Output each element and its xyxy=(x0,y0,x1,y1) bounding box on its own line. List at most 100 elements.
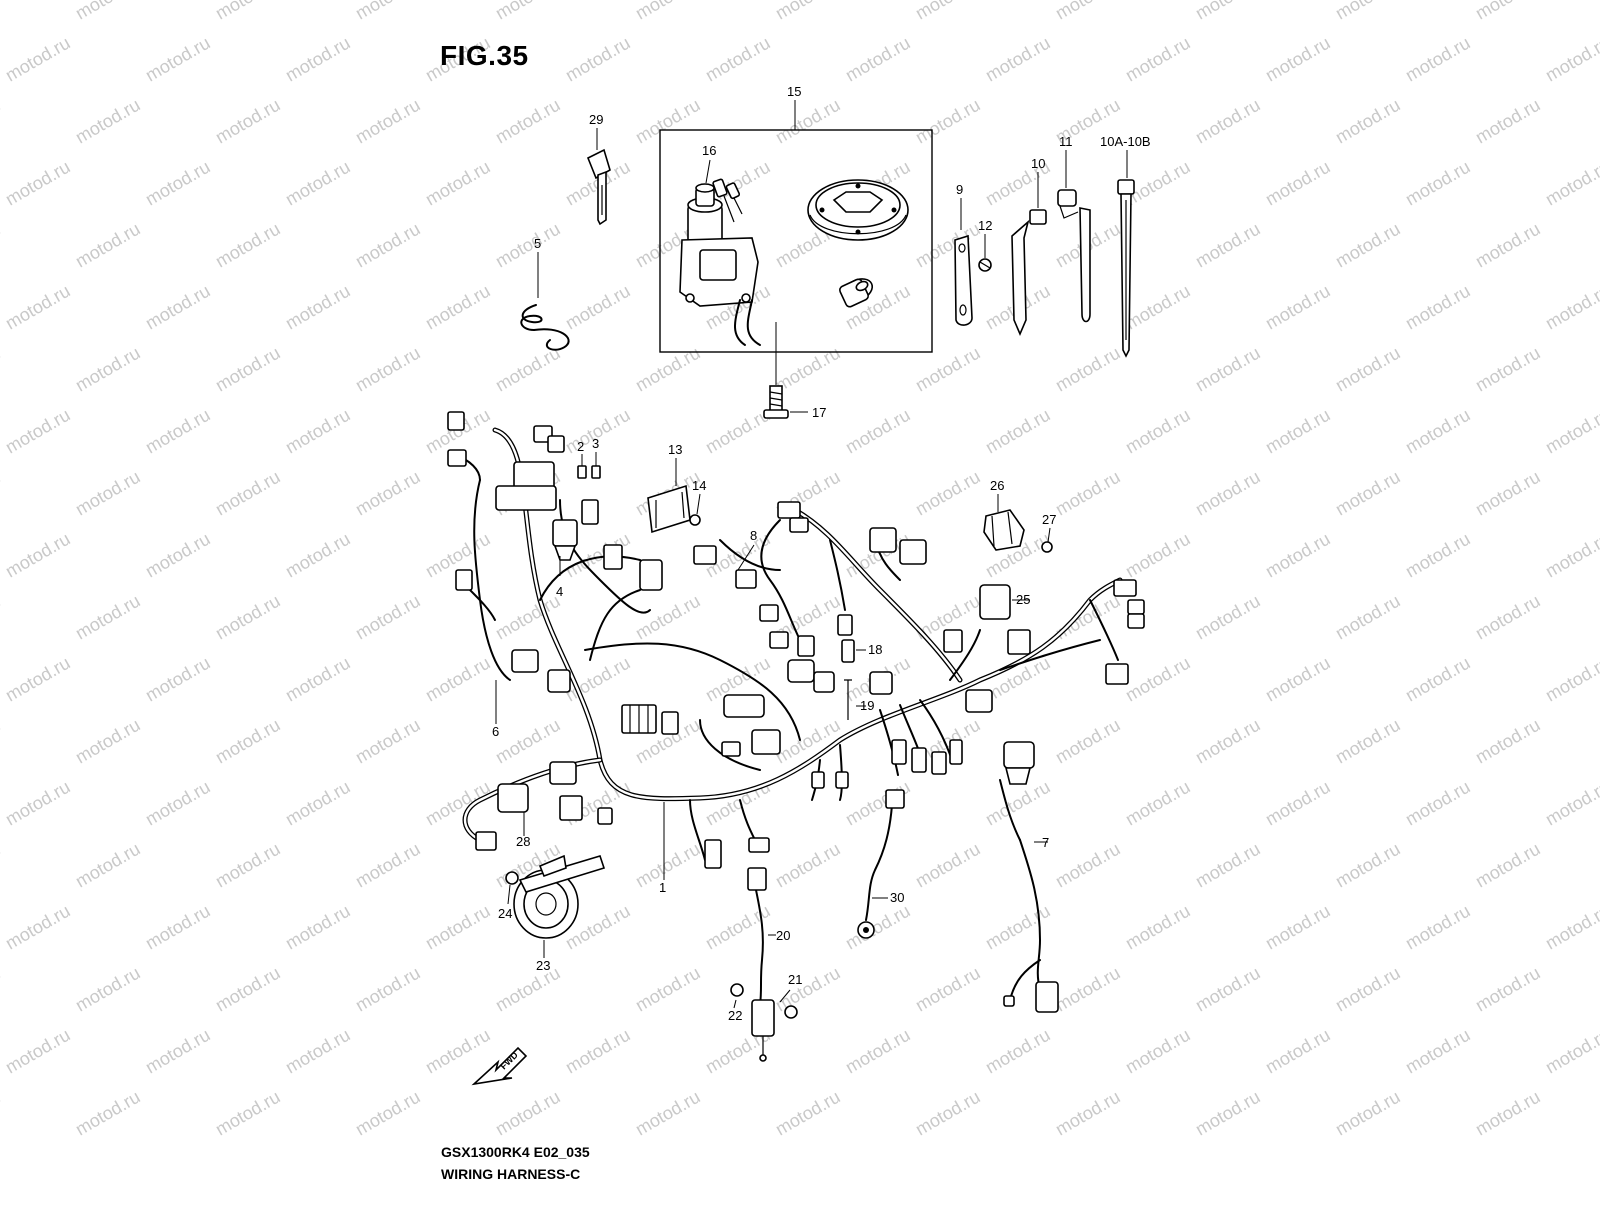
watermark-text: motod.ru xyxy=(72,963,144,1016)
watermark-text: motod.ru xyxy=(2,157,74,210)
callout-29: 29 xyxy=(589,112,603,127)
watermark-text: motod.ru xyxy=(982,901,1054,954)
watermark-text: motod.ru xyxy=(1332,0,1404,23)
watermark-text: motod.ru xyxy=(2,33,74,86)
watermark-text: motod.ru xyxy=(1262,405,1334,458)
oil-pressure-switch xyxy=(841,639,866,663)
watermark-text: motod.ru xyxy=(1402,157,1474,210)
watermark-text: motod.ru xyxy=(282,529,354,582)
lock-cylinder xyxy=(838,278,874,308)
watermark-text: motod.ru xyxy=(72,95,144,148)
section-title: WIRING HARNESS-C xyxy=(441,1166,581,1182)
callout-21: 21 xyxy=(788,972,802,987)
watermark-text: motod.ru xyxy=(72,591,144,644)
watermark-text: motod.ru xyxy=(282,653,354,706)
watermark-text: motod.ru xyxy=(632,839,704,892)
watermark-text: motod.ru xyxy=(1052,839,1124,892)
watermark-text: motod.ru xyxy=(1122,653,1194,706)
watermark-text: motod.ru xyxy=(282,777,354,830)
callout-6: 6 xyxy=(492,724,499,739)
watermark-text: motod.ru xyxy=(212,0,284,23)
mounting-strap xyxy=(954,198,973,326)
watermark-text: motod.ru xyxy=(492,95,564,148)
watermark-text: motod.ru xyxy=(1262,653,1334,706)
watermark-text: motod.ru xyxy=(0,219,4,272)
callout-4: 4 xyxy=(556,584,563,599)
watermark-text: motod.ru xyxy=(1192,1087,1264,1140)
watermark-text: motod.ru xyxy=(912,219,984,272)
callout-10a-10b: 10A-10B xyxy=(1100,134,1151,149)
watermark-text: motod.ru xyxy=(1262,281,1334,334)
watermark-text: motod.ru xyxy=(352,95,424,148)
watermark-text: motod.ru xyxy=(1472,963,1544,1016)
watermark-text: motod.ru xyxy=(912,839,984,892)
watermark-text: motod.ru xyxy=(352,963,424,1016)
watermark-text: motod.ru xyxy=(142,529,214,582)
watermark-text: motod.ru xyxy=(212,343,284,396)
watermark-text: motod.ru xyxy=(1472,1087,1544,1140)
watermark-text: motod.ru xyxy=(1122,281,1194,334)
watermark-text: motod.ru xyxy=(282,405,354,458)
watermark-text: motod.ru xyxy=(1402,1025,1474,1078)
watermark-text: motod.ru xyxy=(1192,0,1264,23)
callout-30: 30 xyxy=(890,890,904,905)
watermark-text: motod.ru xyxy=(562,281,634,334)
callout-13: 13 xyxy=(668,442,682,457)
callout-3: 3 xyxy=(592,436,599,451)
watermark-text: motod.ru xyxy=(1542,1025,1600,1078)
watermark-text: motod.ru xyxy=(1332,467,1404,520)
watermark-text: motod.ru xyxy=(0,839,4,892)
watermark-text: motod.ru xyxy=(1332,591,1404,644)
watermark-text: motod.ru xyxy=(142,1025,214,1078)
watermark-text: motod.ru xyxy=(1472,0,1544,23)
main-wiring-harness xyxy=(454,427,1123,1006)
callout-labels: 15 16 29 5 9 10 11 12 10A-10B 17 2 3 13 … xyxy=(492,84,1151,1023)
callout-1: 1 xyxy=(659,880,666,895)
watermark-text: motod.ru xyxy=(1052,467,1124,520)
watermark-text: motod.ru xyxy=(492,715,564,768)
callout-22: 22 xyxy=(728,1008,742,1023)
bracket xyxy=(983,494,1053,553)
watermark-text: motod.ru xyxy=(702,405,774,458)
watermark-text: motod.ru xyxy=(72,467,144,520)
watermark-text: motod.ru xyxy=(282,157,354,210)
watermark-text: motod.ru xyxy=(772,95,844,148)
watermark-text: motod.ru xyxy=(562,1025,634,1078)
watermark-text: motod.ru xyxy=(1262,529,1334,582)
watermark-text: motod.ru xyxy=(2,777,74,830)
watermark-text: motod.ru xyxy=(1332,219,1404,272)
watermark-text: motod.ru xyxy=(912,467,984,520)
watermark-text: motod.ru xyxy=(0,467,4,520)
watermark-text: motod.ru xyxy=(212,591,284,644)
watermark-text: motod.ru xyxy=(282,901,354,954)
watermark-text: motod.ru xyxy=(0,95,4,148)
watermark-text: motod.ru xyxy=(772,839,844,892)
callout-12: 12 xyxy=(978,218,992,233)
callout-17: 17 xyxy=(812,405,826,420)
callout-15: 15 xyxy=(787,84,801,99)
watermark-text: motod.ru xyxy=(142,33,214,86)
wire-clamp xyxy=(1057,150,1091,323)
watermark-text: motod.ru xyxy=(212,715,284,768)
watermark-text: motod.ru xyxy=(632,1087,704,1140)
watermark-text: motod.ru xyxy=(842,1025,914,1078)
watermark-text: motod.ru xyxy=(0,591,4,644)
watermark-text: motod.ru xyxy=(1052,343,1124,396)
watermark-text: motod.ru xyxy=(0,0,4,23)
watermark-text: motod.ru xyxy=(632,963,704,1016)
watermark-text: motod.ru xyxy=(1542,901,1600,954)
watermark-text: motod.ru xyxy=(1402,653,1474,706)
callout-9: 9 xyxy=(956,182,963,197)
watermark-text: motod.ru xyxy=(282,281,354,334)
callout-7: 7 xyxy=(1042,835,1049,850)
watermark-text: motod.ru xyxy=(282,33,354,86)
watermark-text: motod.ru xyxy=(1122,901,1194,954)
watermark-text: motod.ru xyxy=(492,963,564,1016)
watermark-text: motod.ru xyxy=(422,653,494,706)
watermark-text: motod.ru xyxy=(1262,33,1334,86)
watermark-text: motod.ru xyxy=(0,963,4,1016)
watermark-text: motod.ru xyxy=(912,343,984,396)
relay-bracket xyxy=(647,458,701,534)
watermark-text: motod.ru xyxy=(1402,405,1474,458)
